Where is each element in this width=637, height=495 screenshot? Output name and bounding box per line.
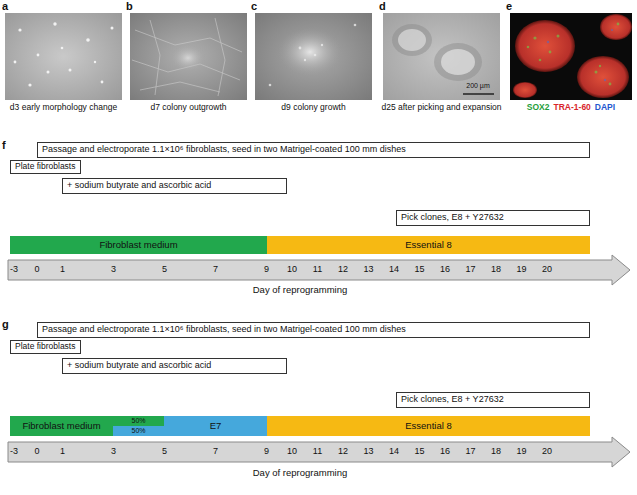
node-text: E7	[210, 421, 222, 431]
micrograph-b	[130, 13, 247, 100]
tick-label: 12	[331, 264, 355, 274]
step-box: Pick clones, E8 + Y27632	[396, 392, 590, 408]
medium-bar: E7	[164, 416, 267, 436]
tick-label: 19	[510, 446, 534, 456]
node-text: Essential 8	[405, 421, 451, 431]
panel-letter: c	[251, 0, 257, 13]
panel-caption: d7 colony outgrowth	[126, 103, 251, 113]
tick-label: 18	[484, 264, 508, 274]
panel-letter: d	[379, 0, 386, 13]
tick-label: 20	[535, 446, 559, 456]
panel-caption: d25 after picking and expansion	[379, 103, 504, 113]
tick-label: 13	[357, 264, 381, 274]
tick-label: 10	[280, 446, 304, 456]
micrograph-d	[383, 13, 500, 100]
node-text: Essential 8	[405, 240, 451, 250]
tick-label: 1	[51, 446, 75, 456]
step-box: Plate fibroblasts	[10, 160, 81, 174]
node-text: 50%	[131, 427, 145, 435]
tick-label: 17	[459, 446, 483, 456]
step-box: Passage and electroporate 1.1×10⁶ fibrob…	[37, 322, 590, 338]
step-box: Passage and electroporate 1.1×10⁶ fibrob…	[37, 142, 590, 158]
micrograph-a	[5, 13, 122, 100]
stain-caption: SOX2 TRA-1-60 DAPI	[510, 103, 632, 113]
node-text: + sodium butyrate and ascorbic acid	[67, 361, 211, 371]
step-box: Plate fibroblasts	[10, 340, 81, 354]
medium-bar: Fibroblast medium	[10, 236, 267, 254]
node-text: 50%	[131, 417, 145, 425]
step-box: + sodium butyrate and ascorbic acid	[62, 358, 287, 374]
tick-label: 5	[153, 264, 177, 274]
panel-caption: d3 early morphology change	[1, 103, 126, 113]
stain-label: DAPI	[595, 102, 615, 112]
axis-title: Day of reprogramming	[150, 468, 450, 479]
tick-label: 5	[153, 446, 177, 456]
tick-label: -3	[2, 264, 26, 274]
tick-label: 14	[382, 446, 406, 456]
tick-label: 16	[433, 446, 457, 456]
tick-label: 1	[51, 264, 75, 274]
panel-letter: b	[126, 0, 133, 13]
stain-label: SOX2	[527, 102, 550, 112]
micrograph-e	[510, 13, 632, 100]
medium-bar-half: 50%	[113, 426, 164, 436]
timeline-arrow	[8, 255, 630, 285]
tick-label: 7	[204, 446, 228, 456]
tick-label: 9	[255, 264, 279, 274]
axis-title: Day of reprogramming	[150, 285, 450, 296]
stain-label: TRA-1-60	[554, 102, 591, 112]
panel-letter: g	[2, 318, 9, 331]
node-text: + sodium butyrate and ascorbic acid	[67, 181, 211, 191]
tick-label: 0	[25, 446, 49, 456]
tick-label: 13	[357, 446, 381, 456]
scale-label: 200 µm	[456, 82, 500, 90]
tick-label: 10	[280, 264, 304, 274]
panel-letter: f	[2, 139, 6, 152]
tick-label: 14	[382, 264, 406, 274]
tick-label: 18	[484, 446, 508, 456]
tick-label: 11	[306, 446, 330, 456]
tick-label: 17	[459, 264, 483, 274]
tick-label: -3	[2, 446, 26, 456]
medium-bar-half: 50%	[113, 416, 164, 426]
panel-caption: d9 colony growth	[251, 103, 376, 113]
step-box: Pick clones, E8 + Y27632	[396, 210, 590, 226]
node-text: Plate fibroblasts	[15, 162, 75, 171]
tick-label: 15	[408, 446, 432, 456]
medium-bar: Essential 8	[267, 416, 590, 436]
medium-bar: Fibroblast medium	[10, 416, 113, 436]
tick-label: 20	[535, 264, 559, 274]
node-text: Fibroblast medium	[22, 421, 100, 431]
node-text: Fibroblast medium	[99, 240, 177, 250]
tick-label: 19	[510, 264, 534, 274]
medium-bar: Essential 8	[267, 236, 590, 254]
node-text: Passage and electroporate 1.1×10⁶ fibrob…	[42, 145, 406, 155]
panel-letter: e	[506, 0, 512, 13]
micrograph-c	[255, 13, 372, 100]
node-text: Plate fibroblasts	[15, 342, 75, 351]
tick-label: 15	[408, 264, 432, 274]
node-text: Pick clones, E8 + Y27632	[401, 213, 504, 223]
node-text: Pick clones, E8 + Y27632	[401, 395, 504, 405]
tick-label: 9	[255, 446, 279, 456]
tick-label: 7	[204, 264, 228, 274]
timeline-arrow	[8, 437, 630, 467]
tick-label: 11	[306, 264, 330, 274]
node-text: Passage and electroporate 1.1×10⁶ fibrob…	[42, 325, 406, 335]
tick-label: 16	[433, 264, 457, 274]
tick-label: 3	[102, 446, 126, 456]
tick-label: 3	[102, 264, 126, 274]
panel-letter: a	[2, 0, 8, 13]
step-box: + sodium butyrate and ascorbic acid	[62, 178, 287, 194]
tick-label: 0	[25, 264, 49, 274]
tick-label: 12	[331, 446, 355, 456]
